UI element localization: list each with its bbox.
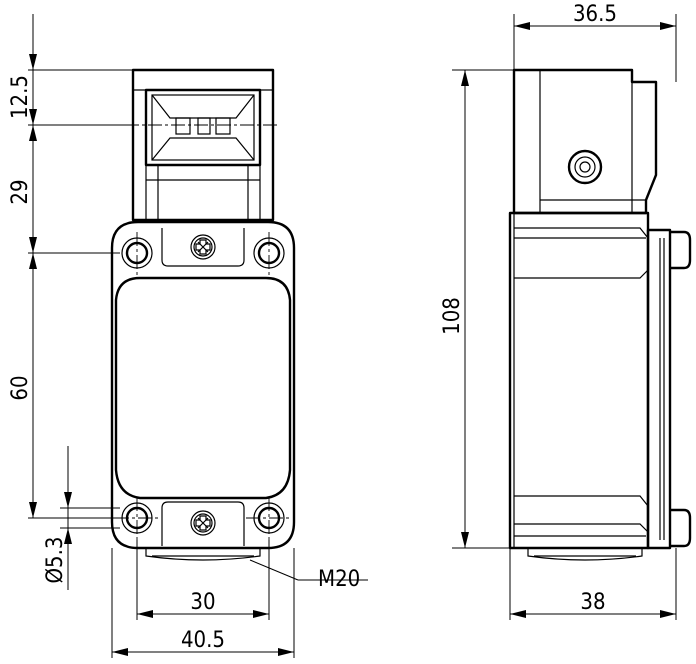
side-view xyxy=(508,68,692,561)
dim-front-head-height: 12.5 xyxy=(8,75,33,119)
side-switch-body xyxy=(508,211,692,561)
front-dimensions: 12.5 29 60 Ø5.3 30 40.5 M20 xyxy=(8,14,368,658)
front-bottom-screw xyxy=(190,510,216,536)
front-view xyxy=(110,68,296,561)
dim-side-overall-height: 108 xyxy=(440,297,465,335)
dim-front-head-to-hole: 29 xyxy=(8,179,33,204)
dim-front-hole-spacing-horizontal: 30 xyxy=(190,590,215,615)
front-switch-body xyxy=(110,220,296,561)
side-actuator-head xyxy=(512,68,658,215)
dim-front-hole-spacing-vertical: 60 xyxy=(8,375,33,400)
front-top-screw xyxy=(190,234,216,260)
front-actuator-head xyxy=(125,68,280,222)
dim-front-overall-width: 40.5 xyxy=(181,628,225,653)
dim-side-overall-depth: 38 xyxy=(580,590,605,615)
side-dimensions: 36.5 108 38 xyxy=(440,2,677,620)
dim-side-head-width: 36.5 xyxy=(573,2,617,27)
callout-thread: M20 xyxy=(318,567,360,592)
dim-front-hole-diameter: Ø5.3 xyxy=(43,536,68,583)
